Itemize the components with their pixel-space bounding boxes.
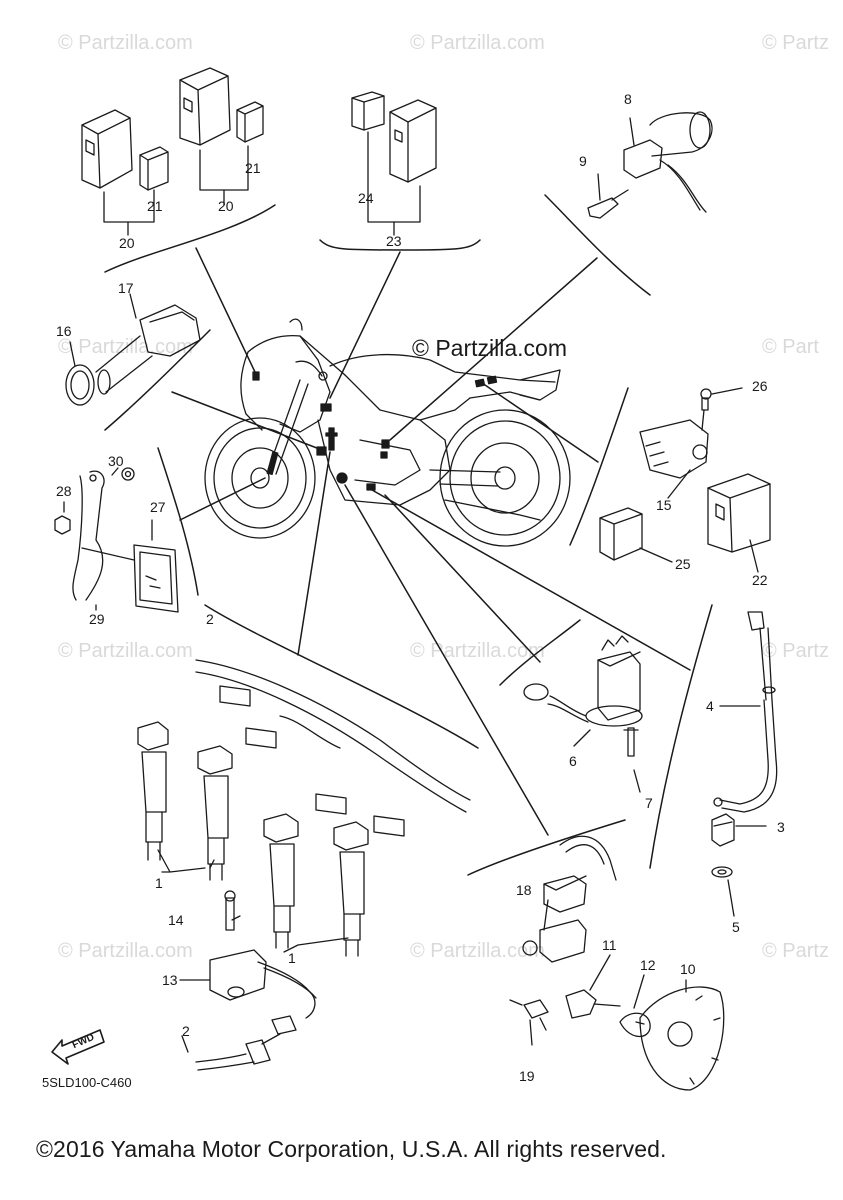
callout-6: 6 [569,753,577,769]
callout-27: 27 [150,499,166,515]
callout-21: 21 [245,160,261,176]
callout-19: 19 [519,1068,535,1084]
callout-12: 12 [640,957,656,973]
watermark: © Partzilla.com [58,32,193,54]
callout-26: 26 [752,378,768,394]
harness-3-4-5 [712,612,777,916]
callout-30: 30 [108,453,124,469]
callout-7: 7 [645,795,653,811]
callout-18: 18 [516,882,532,898]
sensor-16-17 [66,294,200,405]
watermark: © Partzilla.com [58,640,193,662]
callout-2: 2 [182,1023,190,1039]
leader-lines [105,195,712,875]
callout-13: 13 [162,972,178,988]
callout-10: 10 [680,961,696,977]
watermark: © Part [762,336,819,358]
bracket-27-30 [55,468,178,612]
sensor-group-15-22-25-26 [600,388,770,572]
callout-20: 20 [119,235,135,251]
callout-4: 4 [706,698,714,714]
callout-5: 5 [732,919,740,935]
callout-9: 9 [579,153,587,169]
callout-11: 11 [602,937,617,953]
ignition-coils-harness [138,660,470,956]
callout-8: 8 [624,91,632,107]
watermark: © Partz [762,640,829,662]
copyright-notice: ©2016 Yamaha Motor Corporation, U.S.A. A… [36,1136,667,1162]
callout-22: 22 [752,572,768,588]
callout-24: 24 [358,190,374,206]
diagram-code: 5SLD100-C460 [42,1075,132,1090]
sensor-13-14-harness [180,891,316,1070]
callout-21: 21 [147,198,163,214]
callout-25: 25 [675,556,691,572]
callout-1: 1 [288,950,296,966]
sensor-18-rotor-10 [510,836,724,1090]
callout-16: 16 [56,323,72,339]
callout-1: 1 [155,875,163,891]
center-watermark: © Partzilla.com [412,335,567,361]
watermark: © Partz [762,940,829,962]
callout-15: 15 [656,497,672,513]
callout-20: 20 [218,198,234,214]
motorcycle-outline [205,319,570,546]
callout-29: 29 [89,611,105,627]
fwd-arrow-icon [52,1030,104,1064]
callout-23: 23 [386,233,402,249]
callout-3: 3 [777,819,785,835]
callout-14: 14 [168,912,184,928]
callout-28: 28 [56,483,72,499]
watermark: © Partzilla.com [58,336,193,358]
sensor-6-7 [524,636,642,792]
sensor-8-9 [588,112,712,218]
relay-group-20-21 [82,68,263,235]
callout-2: 2 [206,611,214,627]
watermark: © Partzilla.com [410,32,545,54]
watermark: © Partzilla.com [410,940,545,962]
relay-group-23-24 [352,92,436,235]
watermark: © Partzilla.com [58,940,193,962]
callout-17: 17 [118,280,134,296]
watermark: © Partz [762,32,829,54]
